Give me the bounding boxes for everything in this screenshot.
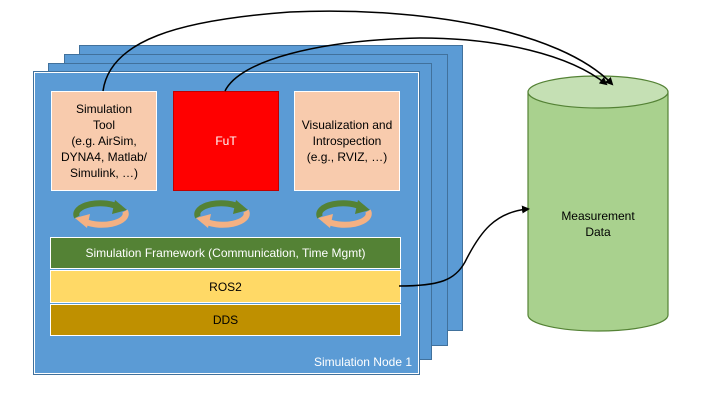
connector-simulation-tool-to-data <box>102 10 614 92</box>
connector-ros2-to-data <box>398 205 530 287</box>
visualization-box: Visualization and Introspection (e.g., R… <box>294 91 400 191</box>
measurement-data-cylinder <box>527 75 669 332</box>
node-label: Simulation Node 1 <box>313 355 412 369</box>
connector-fut-to-data <box>224 37 608 92</box>
fut-box: FuT <box>173 91 279 191</box>
measurement-data-label: Measurement Data <box>561 209 635 239</box>
cycle-arrow-1 <box>73 200 129 228</box>
dds-layer: DDS <box>50 304 401 336</box>
ros2-layer: ROS2 <box>50 270 401 303</box>
cycle-arrow-3 <box>316 200 372 228</box>
simulation-framework-layer: Simulation Framework (Communication, Tim… <box>50 237 401 269</box>
cycle-arrow-2 <box>194 200 250 228</box>
simulation-tool-box: Simulation Tool (e.g. AirSim, DYNA4, Mat… <box>51 91 157 191</box>
